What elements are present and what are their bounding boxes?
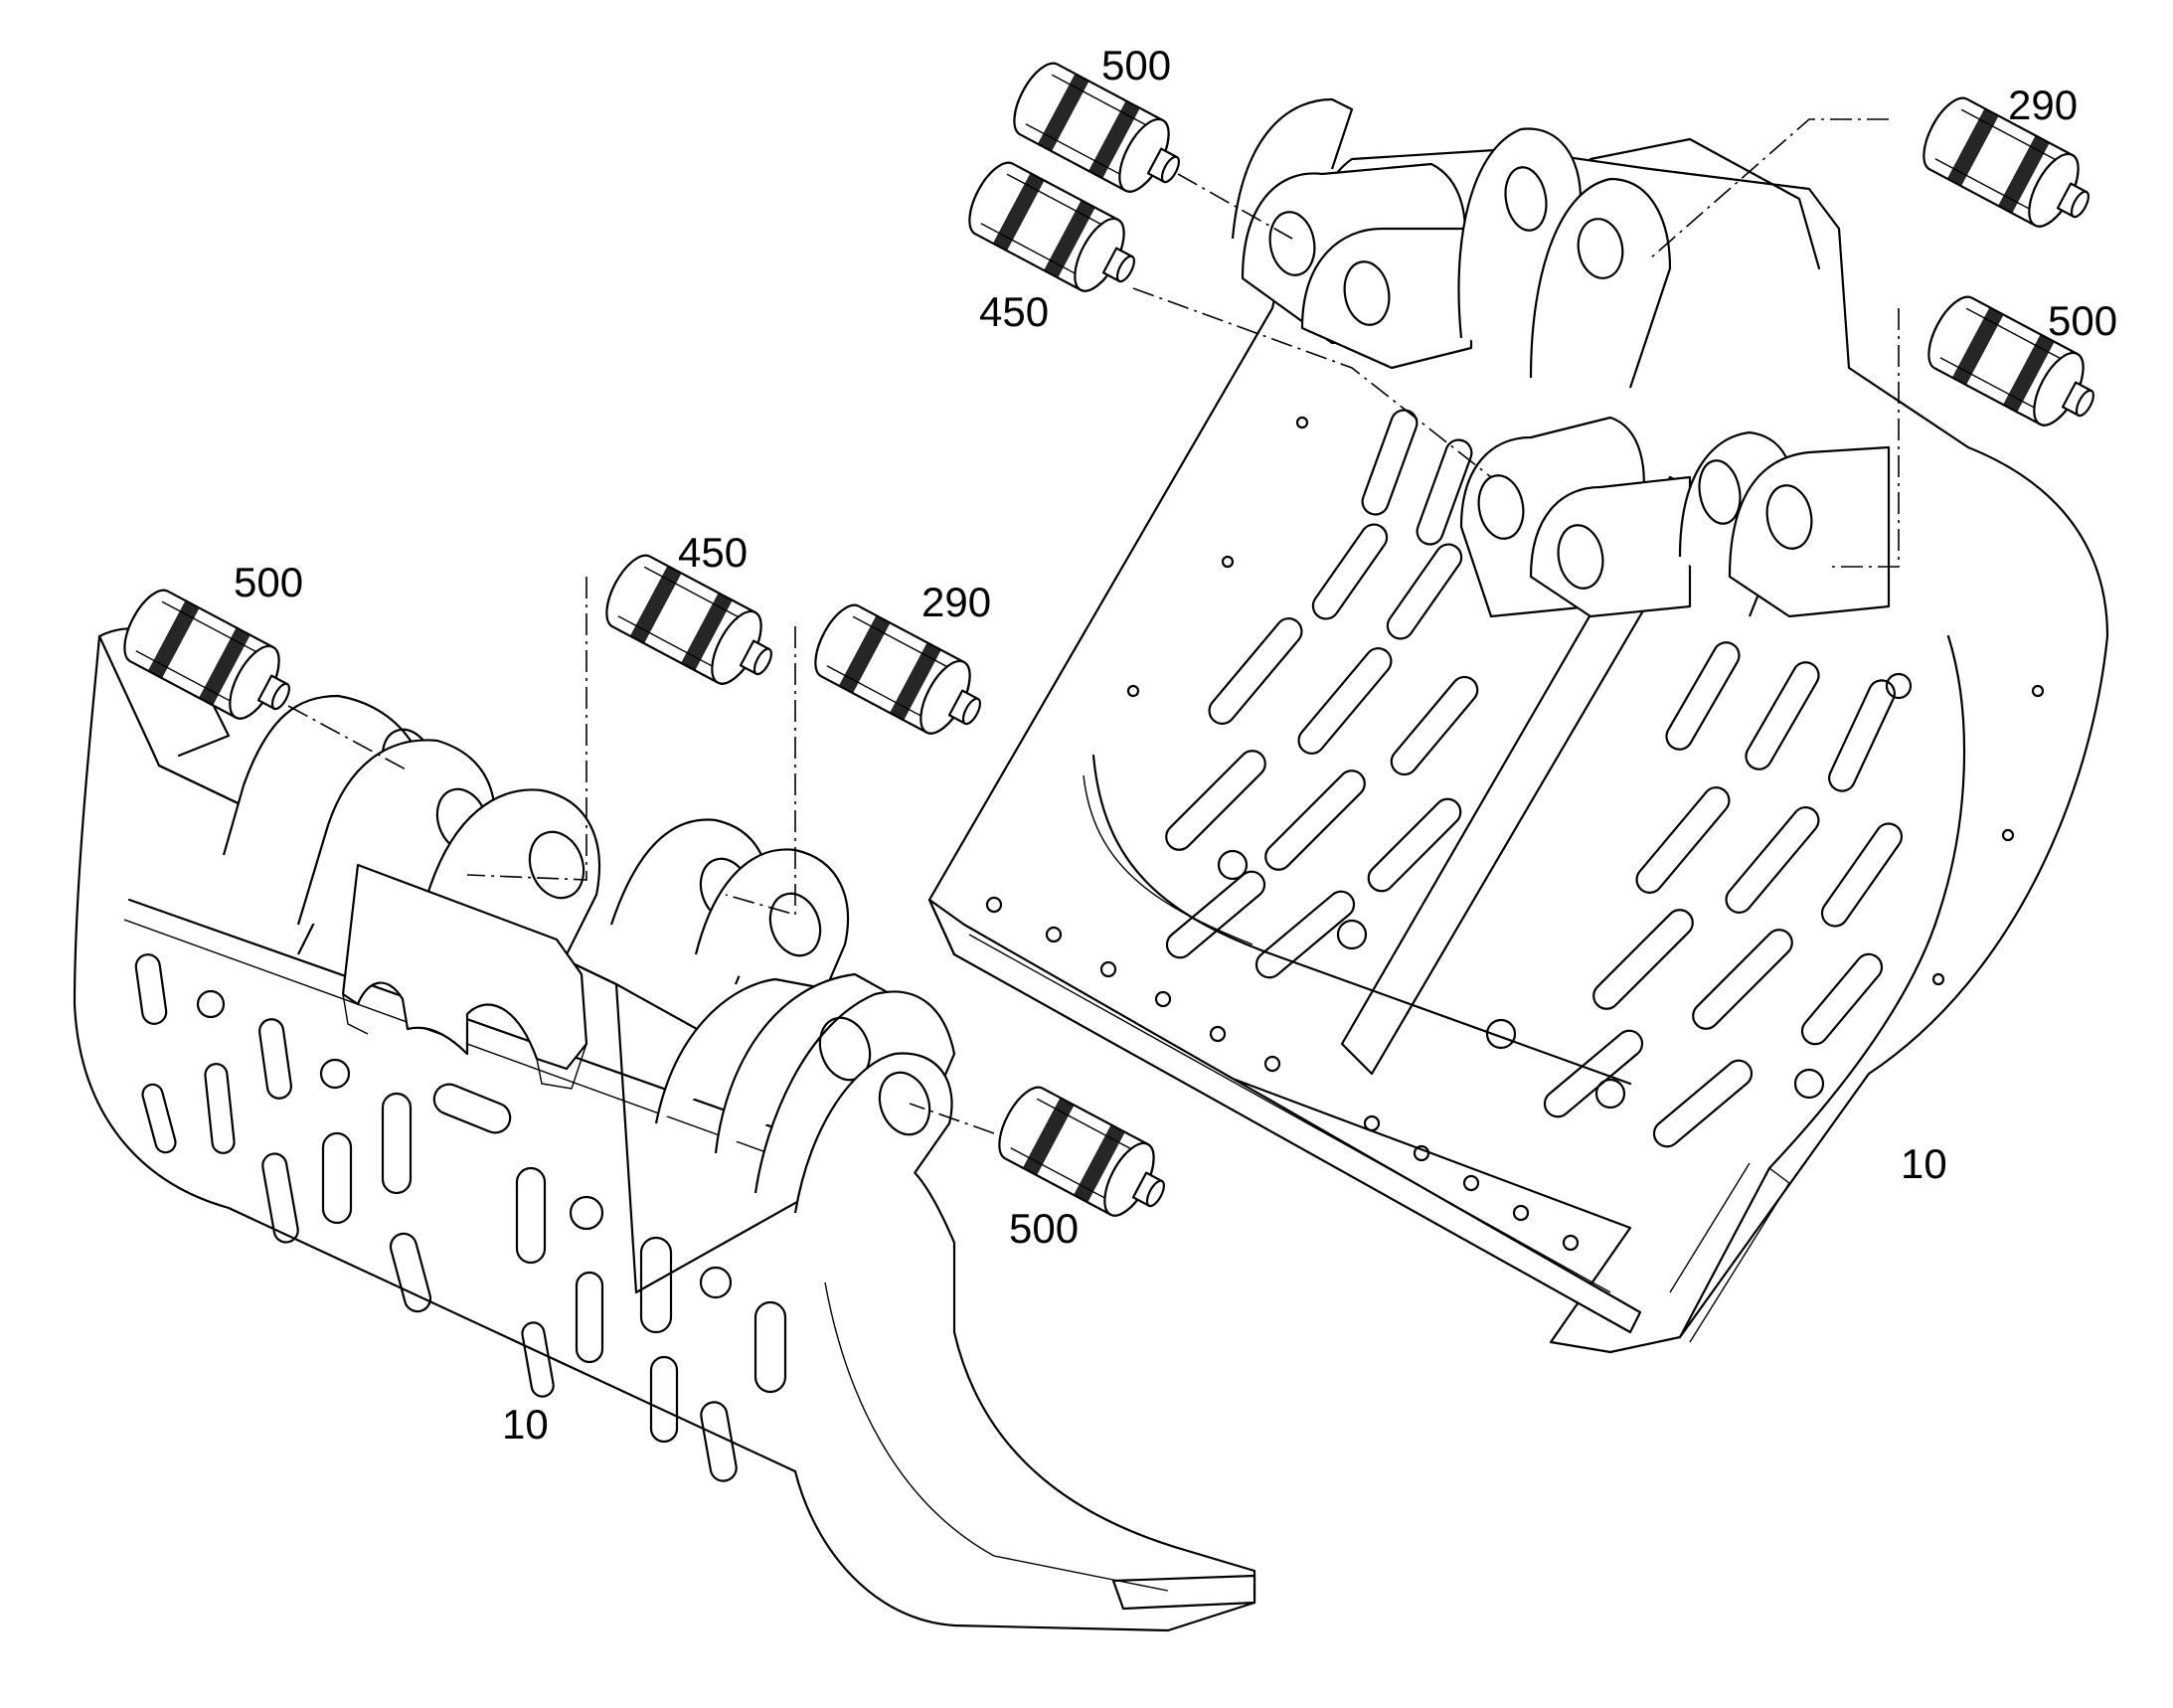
left-bucket-lugs [222,694,956,1214]
callout-left-pin-450: 450 [678,529,748,576]
assembly-center-lines [287,118,1900,1134]
right-bucket-assembly [927,97,2109,1354]
callout-right-pin-450: 450 [979,288,1049,335]
left-bucket-assembly [73,627,1256,1632]
right-bucket-bolt-holes [985,416,2045,1252]
pin-left-500-top [113,582,306,736]
callout-right-pin-500-side: 500 [2048,297,2117,344]
callout-labels: 500 450 290 500 10 500 450 290 500 10 [234,42,2117,1448]
right-bucket-lugs [1231,97,1891,618]
callout-left-pin-500-bottom: 500 [1009,1205,1079,1252]
right-bucket-slots [1165,409,1913,1148]
callout-left-pin-290: 290 [921,579,991,625]
callout-right-pin-500-top: 500 [1101,42,1171,88]
callout-left-pin-500-top: 500 [234,559,303,605]
callout-left-bucket: 10 [502,1401,549,1448]
left-bucket-teeth-plate [341,863,588,1090]
callout-right-pin-290: 290 [2008,82,2078,128]
left-bucket-perforations [134,953,787,1482]
callout-right-bucket: 10 [1901,1140,1947,1187]
